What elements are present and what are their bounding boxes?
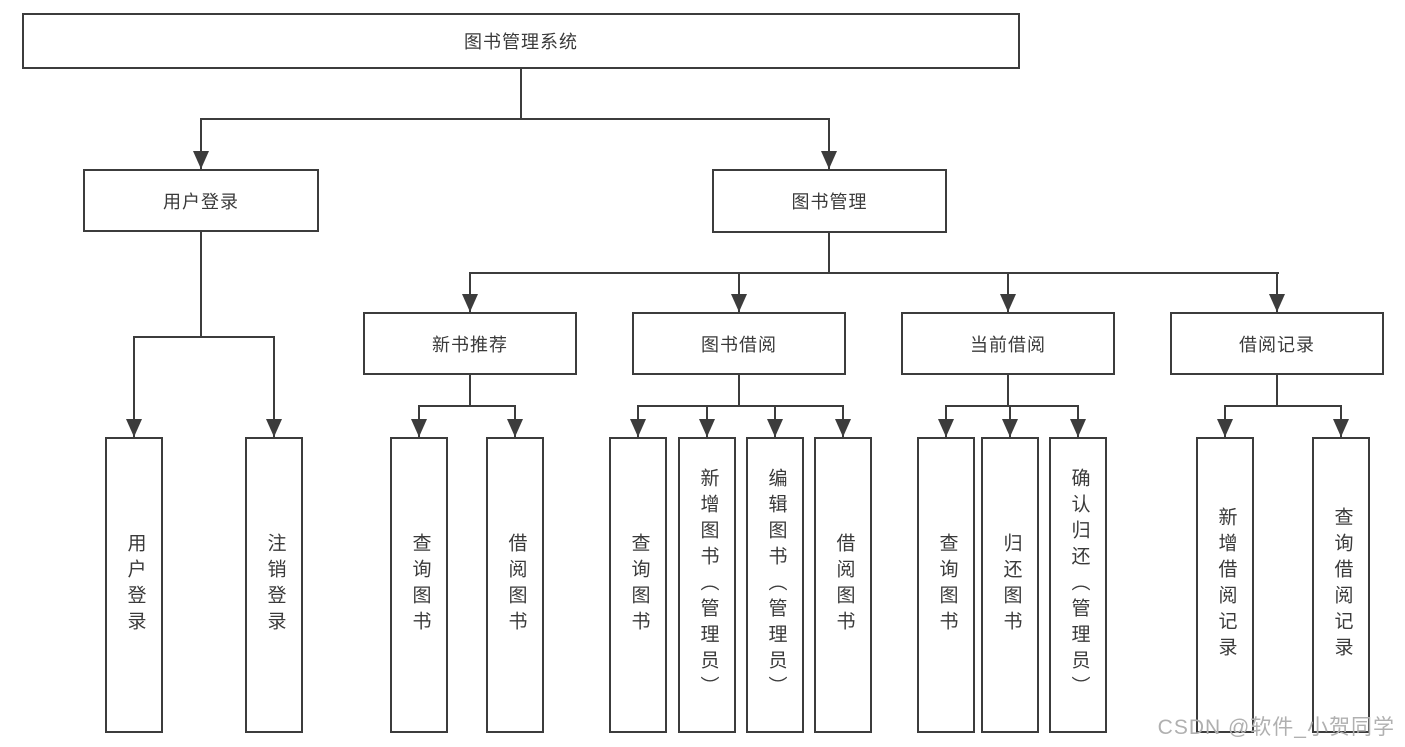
- connector-arrow-down: [938, 405, 954, 437]
- node-add-borrow-record: 新增借阅记录: [1196, 437, 1254, 733]
- node-user-login-group: 用户登录: [83, 169, 319, 232]
- node-query-books-borrowing: 查询图书: [609, 437, 667, 733]
- connector-vline: [200, 232, 202, 336]
- node-label: 用户登录: [163, 191, 239, 212]
- connector-arrow-down: [1002, 405, 1018, 437]
- connector-arrow-down: [835, 405, 851, 437]
- connector-arrow-down: [507, 405, 523, 437]
- node-label: 注销登录: [264, 533, 286, 637]
- connector-hline: [418, 405, 516, 407]
- connector-hline: [637, 405, 844, 407]
- connector-arrow-down: [821, 118, 837, 169]
- node-book-management: 图书管理: [712, 169, 947, 233]
- node-query-books-recommend: 查询图书: [390, 437, 448, 733]
- node-label: 编辑图书（管理员）: [765, 468, 787, 702]
- node-label: 借阅记录: [1239, 334, 1315, 355]
- connector-hline: [469, 272, 1279, 274]
- node-user-login: 用户登录: [105, 437, 163, 733]
- connector-arrow-down: [266, 336, 282, 437]
- node-add-book-admin: 新增图书（管理员）: [678, 437, 736, 733]
- connector-arrow-down: [1333, 405, 1349, 437]
- node-label: 查询图书: [936, 533, 958, 637]
- node-borrow-books-recommend: 借阅图书: [486, 437, 544, 733]
- node-return-books: 归还图书: [981, 437, 1039, 733]
- node-label: 图书借阅: [701, 334, 777, 355]
- connector-hline: [200, 118, 830, 120]
- node-borrow-books: 借阅图书: [814, 437, 872, 733]
- connector-arrow-down: [767, 405, 783, 437]
- connector-arrow-down: [126, 336, 142, 437]
- node-new-book-recommendation: 新书推荐: [363, 312, 577, 375]
- connector-vline: [469, 375, 471, 405]
- connector-arrow-down: [699, 405, 715, 437]
- connector-arrow-down: [630, 405, 646, 437]
- node-book-borrowing: 图书借阅: [632, 312, 846, 375]
- connector-vline: [738, 375, 740, 405]
- node-label: 新增借阅记录: [1215, 507, 1237, 663]
- node-label: 图书管理系统: [464, 32, 578, 52]
- connector-arrow-down: [193, 118, 209, 169]
- connector-arrow-down: [1269, 272, 1285, 312]
- node-current-borrowing: 当前借阅: [901, 312, 1115, 375]
- node-edit-book-admin: 编辑图书（管理员）: [746, 437, 804, 733]
- connector-vline: [1276, 375, 1278, 405]
- connector-arrow-down: [462, 272, 478, 312]
- node-label: 查询图书: [628, 533, 650, 637]
- node-library-management-system: 图书管理系统: [22, 13, 1020, 69]
- connector-arrow-down: [1217, 405, 1233, 437]
- connector-arrow-down: [731, 272, 747, 312]
- node-query-books-current: 查询图书: [917, 437, 975, 733]
- node-label: 图书管理: [791, 192, 868, 212]
- connector-hline: [1224, 405, 1342, 407]
- node-label: 归还图书: [1000, 533, 1022, 637]
- node-label: 新书推荐: [432, 334, 508, 355]
- connector-arrow-down: [411, 405, 427, 437]
- connector-hline: [945, 405, 1079, 407]
- connector-hline: [133, 336, 275, 338]
- node-borrowing-records: 借阅记录: [1170, 312, 1384, 375]
- connector-vline: [520, 69, 522, 118]
- node-query-borrow-record: 查询借阅记录: [1312, 437, 1370, 733]
- node-label: 当前借阅: [970, 334, 1046, 355]
- node-label: 确认归还（管理员）: [1068, 468, 1090, 702]
- node-label: 用户登录: [124, 533, 146, 637]
- node-label: 借阅图书: [505, 533, 527, 637]
- connector-vline: [828, 233, 830, 272]
- node-label: 查询图书: [409, 533, 431, 637]
- node-label: 借阅图书: [833, 533, 855, 637]
- connector-arrow-down: [1070, 405, 1086, 437]
- node-label: 新增图书（管理员）: [697, 468, 719, 702]
- node-logout: 注销登录: [245, 437, 303, 733]
- csdn-watermark: CSDN @软件_小贺同学: [1157, 716, 1395, 739]
- node-label: 查询借阅记录: [1331, 507, 1353, 663]
- connector-vline: [1007, 375, 1009, 405]
- connector-arrow-down: [1000, 272, 1016, 312]
- node-confirm-return-admin: 确认归还（管理员）: [1049, 437, 1107, 733]
